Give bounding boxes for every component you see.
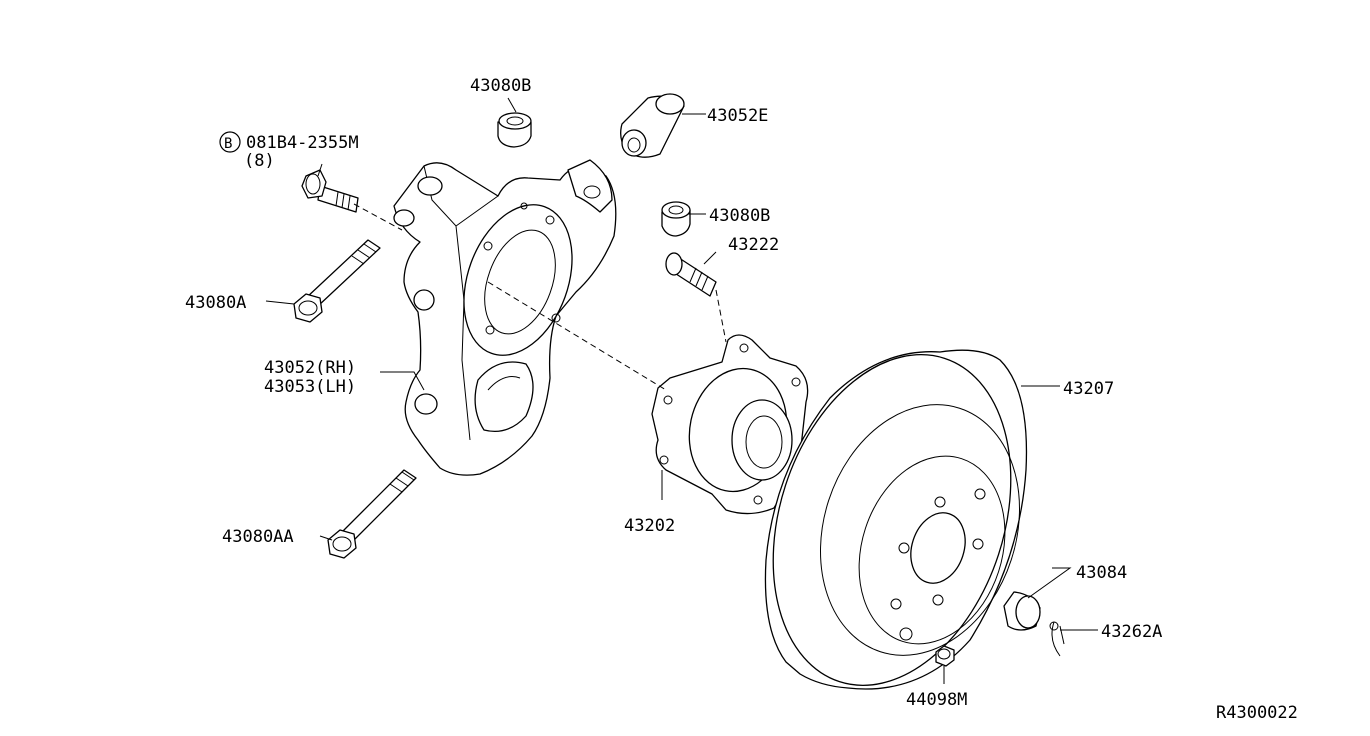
- label-43052-rh: 43052(RH): [264, 358, 356, 378]
- part-labels: 43080B 43052E B 081B4-2355M (8) 43080B 4…: [185, 76, 1298, 723]
- label-43222: 43222: [728, 235, 779, 255]
- assembly-lines: [353, 203, 727, 391]
- nut-44098m[interactable]: [935, 645, 955, 667]
- label-qty-8: (8): [244, 151, 275, 171]
- bolt-43080aa[interactable]: [327, 469, 417, 559]
- label-43080b-mid: 43080B: [709, 206, 770, 226]
- bolt-43080a[interactable]: [293, 239, 381, 323]
- label-43207: 43207: [1063, 379, 1114, 399]
- cotter-pin-43262a[interactable]: [1049, 621, 1065, 657]
- label-44098m: 44098M: [906, 690, 967, 710]
- label-43080b-top: 43080B: [470, 76, 531, 96]
- label-43052e: 43052E: [707, 106, 768, 126]
- bushing-43080b-top[interactable]: [497, 112, 532, 148]
- hub-cap-43084[interactable]: [1003, 591, 1041, 631]
- label-43084: 43084: [1076, 563, 1127, 583]
- disc-rotor-43207[interactable]: [733, 324, 1051, 717]
- steering-knuckle[interactable]: [393, 159, 617, 476]
- label-43080a: 43080A: [185, 293, 246, 313]
- label-bolt-code-circle-letter: B: [224, 136, 232, 152]
- hub-bolt-43222[interactable]: [665, 252, 717, 297]
- bolt-code-circle: [219, 131, 241, 153]
- diagram-code: R4300022: [1216, 703, 1298, 723]
- bolt-081b4-2355m[interactable]: [301, 169, 359, 213]
- bushing-43080b-mid[interactable]: [661, 201, 691, 237]
- label-43202: 43202: [624, 516, 675, 536]
- label-43262a: 43262A: [1101, 622, 1162, 642]
- label-081b4-2355m: 081B4-2355M: [246, 133, 359, 153]
- label-43080aa: 43080AA: [222, 527, 294, 547]
- label-43053-lh: 43053(LH): [264, 377, 356, 397]
- bushing-43052e[interactable]: [620, 93, 685, 158]
- hub-assembly-43202[interactable]: [651, 334, 809, 515]
- leader-lines: [265, 97, 1098, 684]
